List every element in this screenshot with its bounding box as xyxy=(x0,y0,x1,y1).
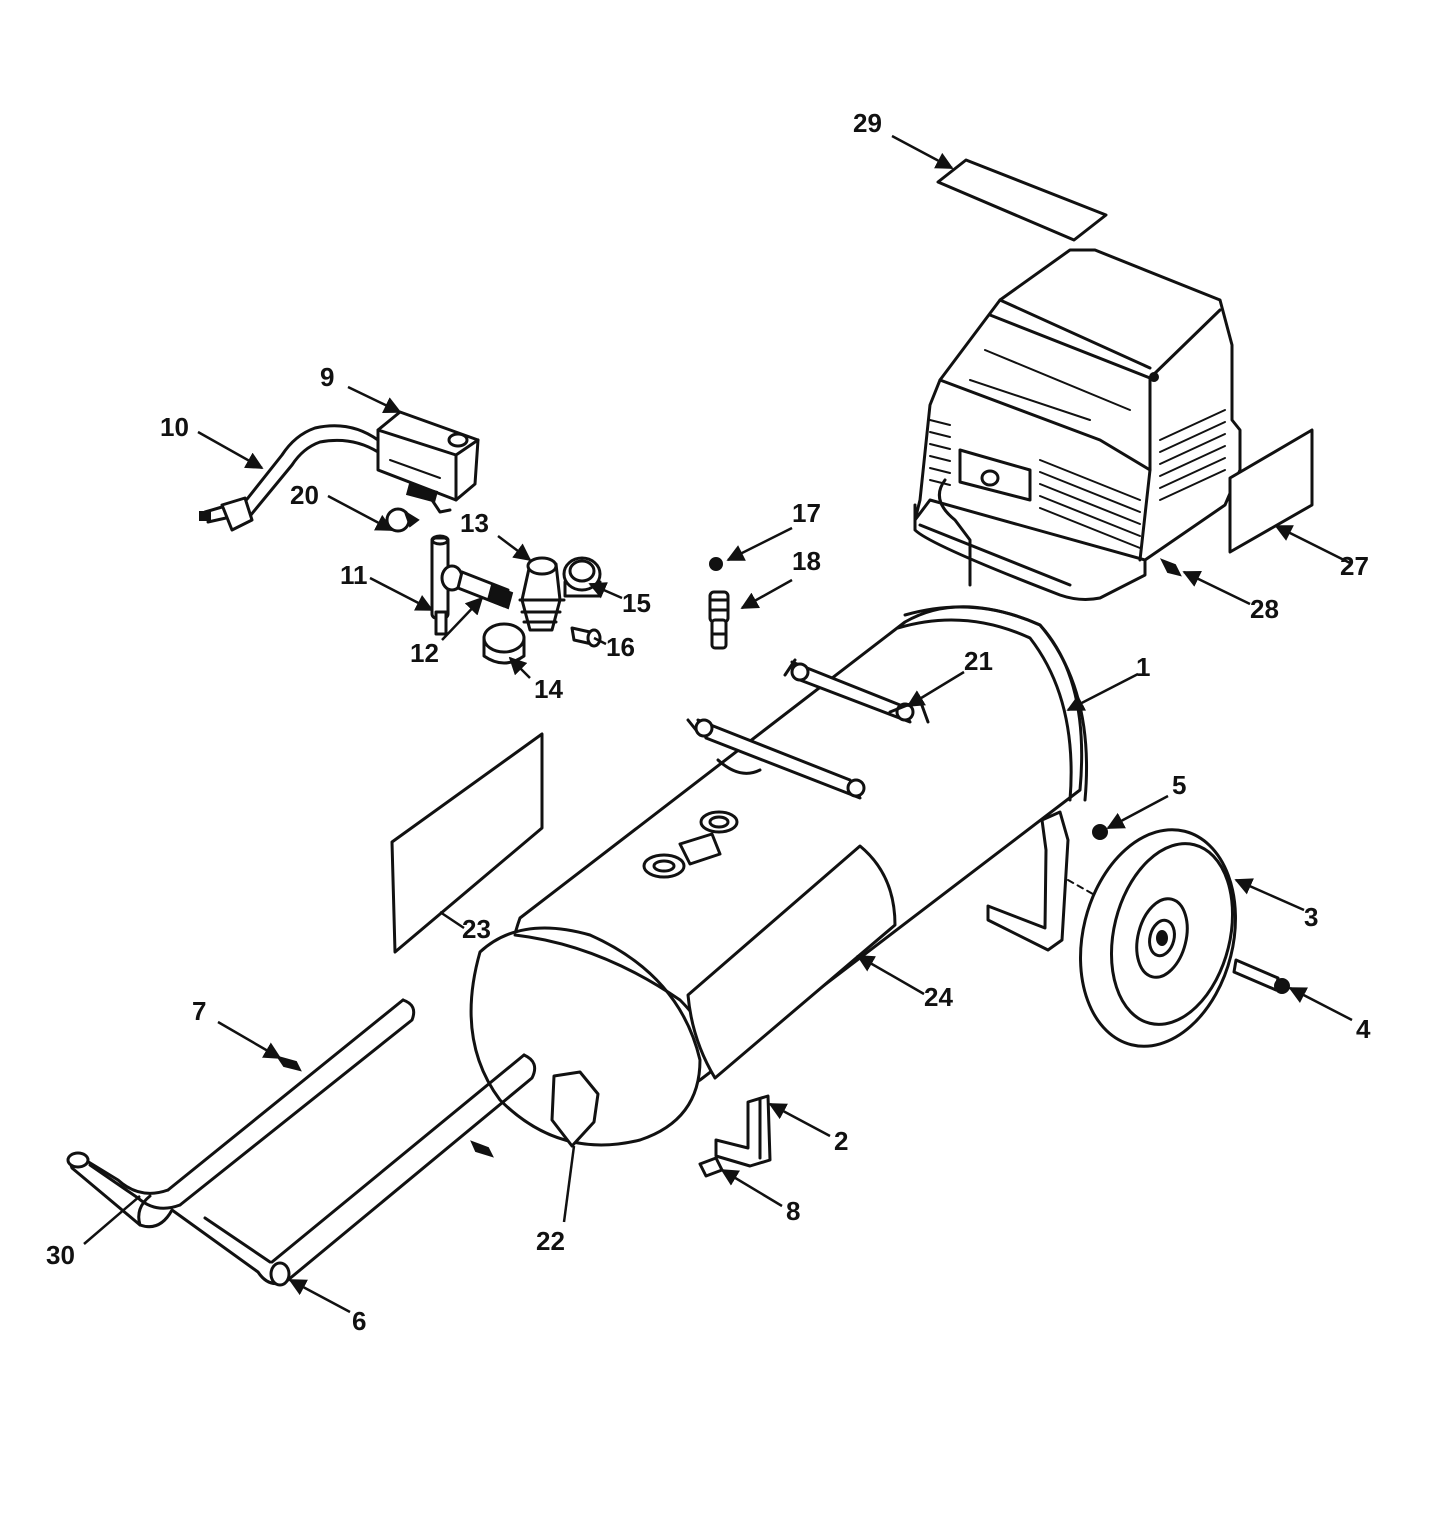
leader-22 xyxy=(562,1145,576,1223)
callout-8: 8 xyxy=(786,1196,800,1226)
callout-2: 2 xyxy=(834,1126,848,1156)
part-12-nipple xyxy=(456,570,514,610)
part-11-tee-fitting xyxy=(430,534,464,636)
leader-28 xyxy=(1182,570,1251,606)
callout-27: 27 xyxy=(1340,551,1369,581)
part-16-fitting xyxy=(570,626,602,648)
leader-12 xyxy=(441,596,484,641)
rear-axle-bracket xyxy=(986,810,1101,952)
part-15-gauge xyxy=(562,556,602,598)
part-1-air-tank xyxy=(469,605,1089,1147)
part-3-wheel xyxy=(1079,828,1237,1048)
callout-24: 24 xyxy=(924,982,953,1012)
callout-20: 20 xyxy=(290,480,319,510)
part-5-nut xyxy=(1092,824,1108,840)
part-24-decal xyxy=(686,844,897,1080)
part-22-decal xyxy=(550,1070,600,1148)
part-6-handle xyxy=(66,998,537,1287)
callout-3: 3 xyxy=(1304,902,1318,932)
leader-2 xyxy=(768,1102,831,1138)
callout-17: 17 xyxy=(792,498,821,528)
leader-18 xyxy=(740,578,793,610)
callout-29: 29 xyxy=(853,108,882,138)
part-7-screws xyxy=(275,1055,494,1158)
leader-1 xyxy=(1066,672,1139,712)
leader-11 xyxy=(369,576,434,612)
leader-3 xyxy=(1234,878,1305,912)
callout-10: 10 xyxy=(160,412,189,442)
callout-4: 4 xyxy=(1356,1014,1371,1044)
leader-20 xyxy=(327,494,394,532)
leader-29 xyxy=(891,134,954,170)
callout-11: 11 xyxy=(340,560,368,590)
part-13-regulator xyxy=(518,556,566,632)
callout-21: 21 xyxy=(964,646,993,676)
callout-22: 22 xyxy=(536,1226,565,1256)
callout-14: 14 xyxy=(534,674,563,704)
leader-21 xyxy=(906,670,965,708)
callout-30: 30 xyxy=(46,1240,75,1270)
callout-13: 13 xyxy=(460,508,489,538)
callout-labels: 29 9 10 20 13 11 15 12 16 14 17 18 21 1 … xyxy=(46,108,1371,1336)
callout-9: 9 xyxy=(320,362,334,392)
leader-14 xyxy=(508,656,531,679)
pump-motor-shroud xyxy=(913,248,1242,601)
leader-10 xyxy=(197,430,264,470)
part-9-pressure-switch xyxy=(376,410,480,514)
leader-16 xyxy=(593,636,607,646)
leader-6 xyxy=(288,1278,351,1314)
leader-8 xyxy=(720,1168,783,1208)
part-14-gauge xyxy=(482,622,526,665)
part-23-decal xyxy=(390,732,544,954)
leader-4 xyxy=(1288,986,1353,1022)
leader-7 xyxy=(217,1020,282,1060)
leader-23 xyxy=(439,910,465,930)
part-27-decal xyxy=(1228,428,1314,554)
leader-lines xyxy=(83,134,1353,1314)
leader-27 xyxy=(1274,524,1353,566)
callout-5: 5 xyxy=(1172,770,1186,800)
callout-12: 12 xyxy=(410,638,439,668)
part-8-pad xyxy=(698,1156,724,1178)
callout-1: 1 xyxy=(1136,652,1150,682)
leader-13 xyxy=(497,535,532,562)
part-17-nut xyxy=(709,557,723,571)
callout-28: 28 xyxy=(1250,594,1279,624)
part-28-screw xyxy=(1159,558,1182,577)
part-10-power-cord xyxy=(199,424,380,532)
leader-15 xyxy=(588,582,623,600)
callout-16: 16 xyxy=(606,632,635,662)
callout-23: 23 xyxy=(462,914,491,944)
leader-30 xyxy=(83,1195,141,1245)
callout-6: 6 xyxy=(352,1306,366,1336)
leader-5 xyxy=(1106,794,1169,830)
part-20-fitting xyxy=(385,507,420,533)
callout-18: 18 xyxy=(792,546,821,576)
part-2-leg-bracket xyxy=(714,1094,772,1168)
part-18-valve xyxy=(708,590,730,650)
callout-7: 7 xyxy=(192,996,206,1026)
callout-15: 15 xyxy=(622,588,651,618)
leader-17 xyxy=(726,526,793,562)
part-29-decal xyxy=(936,158,1108,242)
leader-24 xyxy=(856,954,925,996)
part-4-axle-bolt xyxy=(1232,958,1290,994)
leader-9 xyxy=(347,385,402,414)
